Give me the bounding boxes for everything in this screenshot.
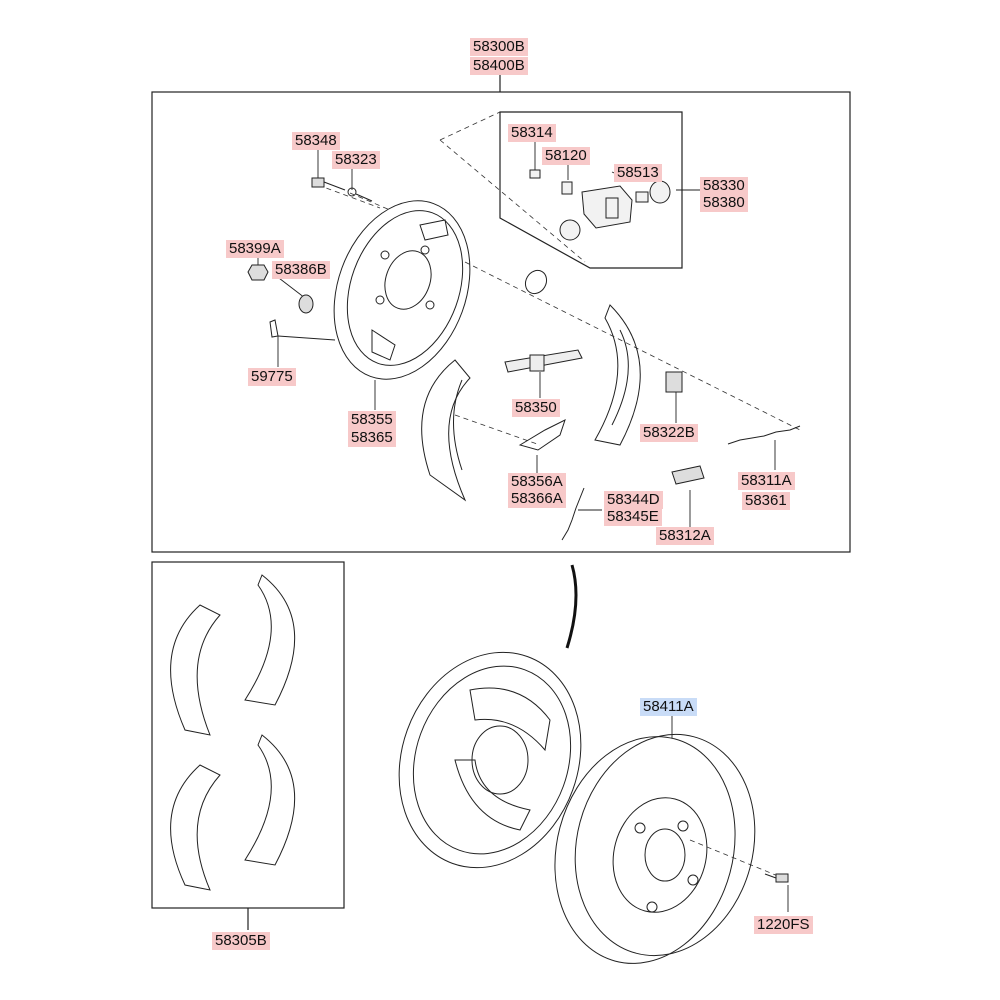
clip-58312A <box>671 465 705 485</box>
bolt-58348 <box>311 177 346 191</box>
label-58366A[interactable]: 58366A <box>508 490 566 508</box>
brake-shoe-left <box>421 359 471 502</box>
screw-1220FS <box>764 873 789 883</box>
lever-58356A <box>518 419 566 451</box>
label-58361[interactable]: 58361 <box>742 492 790 510</box>
bolt-58323 <box>347 187 373 202</box>
label-58344D[interactable]: 58344D <box>604 491 663 509</box>
label-58355[interactable]: 58355 <box>348 411 396 429</box>
label-58330[interactable]: 58330 <box>700 177 748 195</box>
label-58314[interactable]: 58314 <box>508 124 556 142</box>
pin-59775 <box>269 319 279 338</box>
label-58322B[interactable]: 58322B <box>640 424 698 442</box>
spring-58311A <box>727 425 801 445</box>
label-58400B[interactable]: 58400B <box>470 57 528 75</box>
brake-shoe-right <box>594 304 641 446</box>
label-58365[interactable]: 58365 <box>348 429 396 447</box>
plug-58386B <box>298 294 314 314</box>
shoe-hold-58322B <box>665 371 683 393</box>
label-58513[interactable]: 58513 <box>614 164 662 182</box>
wheel-cylinder-inset-frame <box>499 111 683 269</box>
backing-plate <box>333 200 471 380</box>
brake-drum <box>554 733 756 964</box>
label-58323[interactable]: 58323 <box>332 151 380 169</box>
main-assembly-frame <box>151 91 851 553</box>
wheel-cylinder <box>529 169 671 241</box>
label-58305B[interactable]: 58305B <box>212 932 270 950</box>
nut-58399A <box>247 264 269 281</box>
label-58411A[interactable]: 58411A <box>640 698 697 716</box>
shoe-kit-shoes <box>170 574 296 891</box>
assembly-arrow <box>565 564 578 649</box>
label-58120[interactable]: 58120 <box>542 147 590 165</box>
label-59775[interactable]: 59775 <box>248 368 296 386</box>
seal-ring <box>524 269 548 295</box>
label-58356A[interactable]: 58356A <box>508 473 566 491</box>
label-58300B[interactable]: 58300B <box>470 38 528 56</box>
label-58348[interactable]: 58348 <box>292 132 340 150</box>
label-58380[interactable]: 58380 <box>700 194 748 212</box>
label-58386B[interactable]: 58386B <box>272 261 330 279</box>
label-58350[interactable]: 58350 <box>512 399 560 417</box>
adjuster-58350 <box>504 349 583 373</box>
label-1220FS[interactable]: 1220FS <box>754 916 813 934</box>
label-58312A[interactable]: 58312A <box>656 527 714 545</box>
spring-58344D <box>561 487 585 541</box>
label-58399A[interactable]: 58399A <box>226 240 284 258</box>
label-58345E[interactable]: 58345E <box>604 508 662 526</box>
label-58311A[interactable]: 58311A <box>738 472 795 490</box>
assembled-backing-plate <box>398 651 582 869</box>
